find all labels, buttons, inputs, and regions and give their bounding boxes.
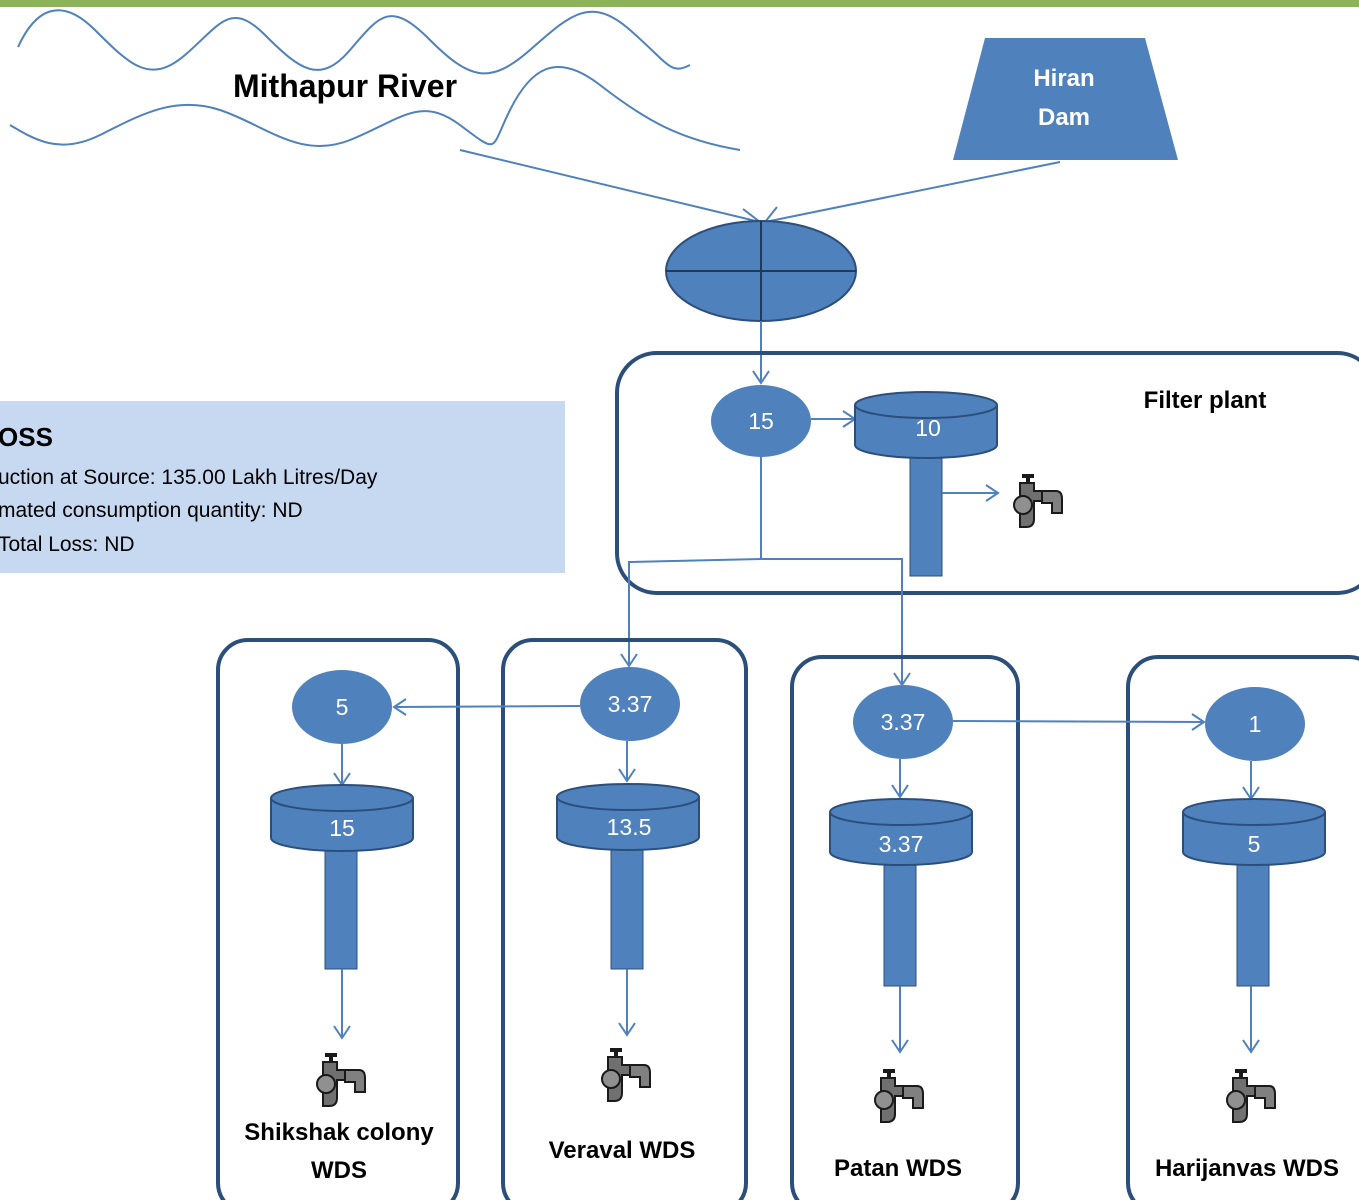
water-tank-icon	[556, 783, 700, 970]
station-tank-value: 5	[1248, 831, 1261, 857]
river	[9, 9, 741, 151]
junction-icon	[665, 220, 857, 322]
station-inlet-node	[580, 667, 680, 741]
top-bar	[0, 0, 1359, 7]
station-inlet-node	[292, 670, 392, 744]
station-inlet-value: 3.37	[881, 709, 926, 735]
station-shikshak: 5 15 Shikshak colony WDS	[244, 670, 434, 1184]
station-container-shikshak	[216, 638, 460, 1200]
tap-icon	[601, 1047, 651, 1102]
station-veraval: 3.37 13.5 Veraval WDS	[549, 667, 700, 1164]
dam-label-line2: Dam	[1038, 104, 1090, 131]
tank-to-tap-arrow	[942, 484, 1000, 502]
station-container-patan	[790, 655, 1020, 1200]
station-name-line1: Shikshak colony	[244, 1119, 434, 1146]
station-container-veraval	[501, 638, 748, 1200]
loss-line-production: uction at Source: 135.00 Lakh Litres/Day	[0, 466, 378, 489]
filter-inlet-value: 15	[748, 408, 774, 434]
filter-plant-label: Filter plant	[1144, 387, 1267, 414]
station-inlet-value: 3.37	[608, 691, 653, 717]
station-tank-value: 13.5	[607, 814, 652, 840]
cross-station-arrows	[392, 698, 1206, 731]
station-tank-value: 15	[329, 815, 355, 841]
water-tank-icon	[1182, 798, 1326, 987]
water-tank-icon	[854, 391, 998, 577]
patan-to-harijanvas-arrow	[952, 720, 1205, 723]
dam: Hiran Dam	[953, 38, 1178, 160]
station-inlet-node	[1205, 687, 1305, 761]
filter-plant-border	[615, 351, 1359, 595]
station-container-harijanvas	[1126, 655, 1359, 1200]
loss-info-box: OSS uction at Source: 135.00 Lakh Litres…	[0, 401, 565, 573]
station-name-line2: WDS	[311, 1157, 367, 1184]
station-inlet-value: 1	[1249, 711, 1262, 737]
filter-inlet-to-tank-arrow	[811, 410, 857, 428]
dam-to-junction-arrow	[764, 161, 1061, 223]
station-name-line1: Veraval WDS	[549, 1137, 696, 1164]
river-wave-top	[17, 9, 691, 75]
river-wave-bottom	[9, 66, 741, 151]
tap-icon	[874, 1068, 924, 1123]
river-to-junction-arrow	[459, 149, 761, 223]
water-tank-icon	[829, 798, 973, 987]
tap-icon	[1226, 1068, 1276, 1123]
filter-plant: Filter plant 15 10	[615, 351, 1359, 687]
loss-title: OSS	[0, 422, 53, 452]
dam-shape	[953, 38, 1178, 160]
tap-icon	[316, 1052, 366, 1107]
river-title: Mithapur River	[233, 68, 457, 104]
station-harijanvas: 1 5 Harijanvas WDS	[1155, 687, 1339, 1182]
dam-label-line1: Hiran	[1033, 65, 1094, 92]
station-name-line1: Harijanvas WDS	[1155, 1155, 1339, 1182]
source-arrows	[459, 149, 1061, 227]
station-tank-value: 3.37	[879, 831, 924, 857]
tap-icon	[1013, 473, 1063, 528]
filter-tank-value: 10	[915, 415, 941, 441]
filter-inlet-node	[711, 385, 811, 457]
station-name-line1: Patan WDS	[834, 1155, 962, 1182]
water-tank-icon	[270, 784, 414, 970]
station-inlet-node	[853, 685, 953, 759]
station-inlet-value: 5	[336, 694, 349, 720]
loss-line-total: Total Loss: ND	[0, 533, 135, 556]
veraval-to-shikshak-arrow	[393, 705, 581, 708]
loss-line-consumption: mated consumption quantity: ND	[0, 499, 303, 522]
station-patan: 3.37 3.37 Patan WDS	[829, 685, 973, 1182]
filter-distribution-lines	[620, 457, 911, 687]
